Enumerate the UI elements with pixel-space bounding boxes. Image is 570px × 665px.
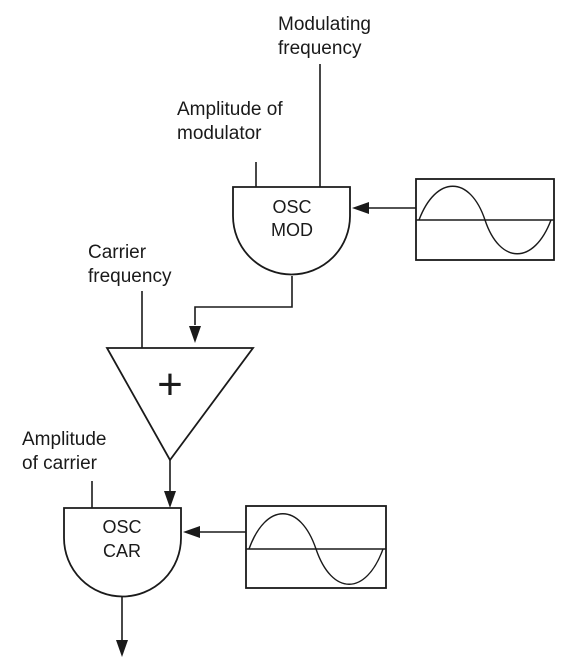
modulator-waveform-table	[415, 178, 555, 261]
osc-mod-oscillator: OSC MOD	[232, 186, 351, 276]
osc-car-label-line1: OSC	[102, 517, 141, 537]
osc-car-output-arrowhead	[116, 640, 128, 657]
carrier-frequency-label-line2: frequency	[88, 266, 172, 287]
plus-symbol: +	[157, 360, 183, 409]
carrier-table-to-osc-arrowhead	[183, 526, 200, 538]
modulating-frequency-label-line2: frequency	[278, 38, 362, 59]
amplitude-of-modulator-label-line2: modulator	[177, 123, 262, 144]
amplitude-of-carrier-label-line1: Amplitude	[22, 429, 107, 450]
adder-triangle: +	[105, 347, 255, 462]
amplitude-of-carrier-label-line2: of carrier	[22, 453, 98, 474]
carrier-frequency-label-line1: Carrier	[88, 242, 147, 263]
osc-mod-output-line	[194, 276, 293, 325]
osc-car-oscillator: OSC CAR	[63, 507, 182, 598]
osc-car-shape	[63, 507, 182, 598]
osc-mod-output-arrowhead	[189, 326, 201, 343]
modulator-sine-wave	[418, 185, 552, 255]
carrier-sine-wave	[248, 513, 384, 585]
osc-mod-label-line1: OSC	[272, 197, 311, 217]
carrier-waveform-table	[245, 505, 387, 589]
amplitude-of-modulator-label-line1: Amplitude of	[177, 99, 283, 120]
osc-mod-label-line2: MOD	[271, 220, 313, 240]
osc-car-label-line2: CAR	[103, 541, 141, 561]
modulator-table-to-osc-arrowhead	[352, 202, 369, 214]
adder-output-arrowhead	[164, 491, 176, 508]
osc-mod-shape	[232, 186, 351, 276]
modulating-frequency-label-line1: Modulating	[278, 14, 371, 35]
adder-shape	[105, 347, 255, 462]
